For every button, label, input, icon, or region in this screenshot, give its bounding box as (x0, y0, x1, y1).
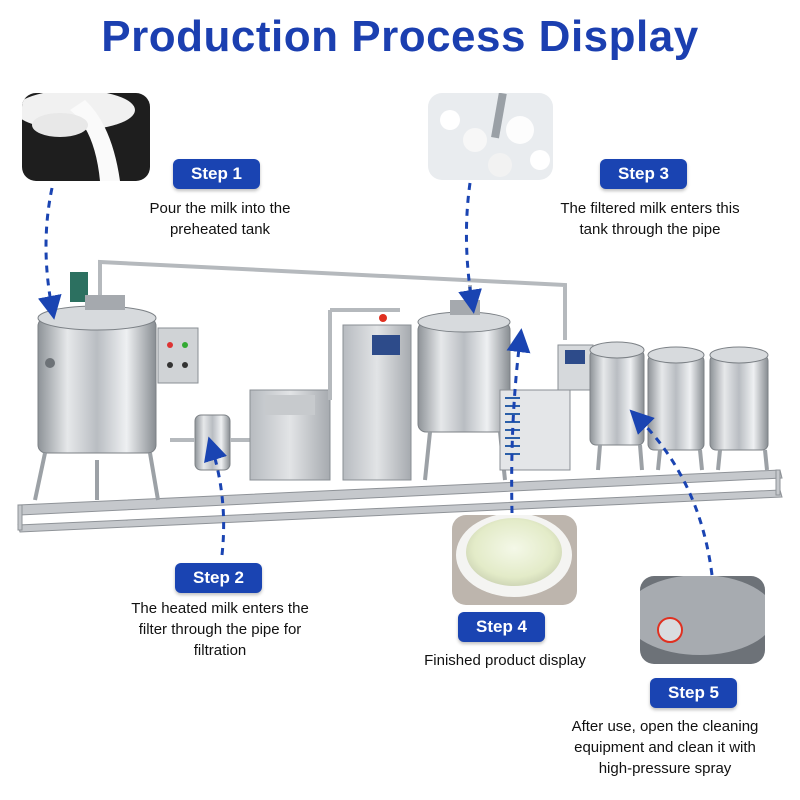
base-frame (17, 469, 783, 533)
filtered-milk-tank (417, 300, 511, 481)
photo-milk-pour (22, 93, 150, 181)
arrow-step-3 (458, 182, 482, 314)
step-5-description: After use, open the cleaning equipment a… (571, 718, 759, 777)
arrow-step-1 (37, 187, 62, 320)
control-cabinet (328, 308, 412, 481)
step-1-description: Pour the milk into the preheated tank (149, 200, 291, 238)
page-title: Production Process Display (101, 12, 699, 61)
arrow-step-2 (204, 436, 227, 556)
photo-spray-ball (640, 576, 765, 664)
step-2-badge: Step 2 (175, 563, 263, 593)
photo-finished-product (452, 515, 577, 605)
photo-foam-tank (428, 93, 553, 180)
step-2-description: The heated milk enters the filter throug… (131, 600, 309, 659)
heat-exchanger-box (249, 389, 331, 481)
step-3-description: The filtered milk enters this tank throu… (560, 200, 740, 238)
finished-tanks (557, 341, 769, 471)
control-box (157, 327, 199, 384)
arrow-step-5 (629, 409, 714, 576)
preheat-tank (33, 272, 160, 501)
step-4-badge: Step 4 (458, 612, 546, 642)
step-5-badge: Step 5 (650, 678, 738, 708)
step-1-badge: Step 1 (173, 159, 261, 189)
step-3-badge: Step 3 (600, 159, 688, 189)
filter-unit (170, 414, 250, 471)
step-4-description: Finished product display (424, 652, 586, 669)
